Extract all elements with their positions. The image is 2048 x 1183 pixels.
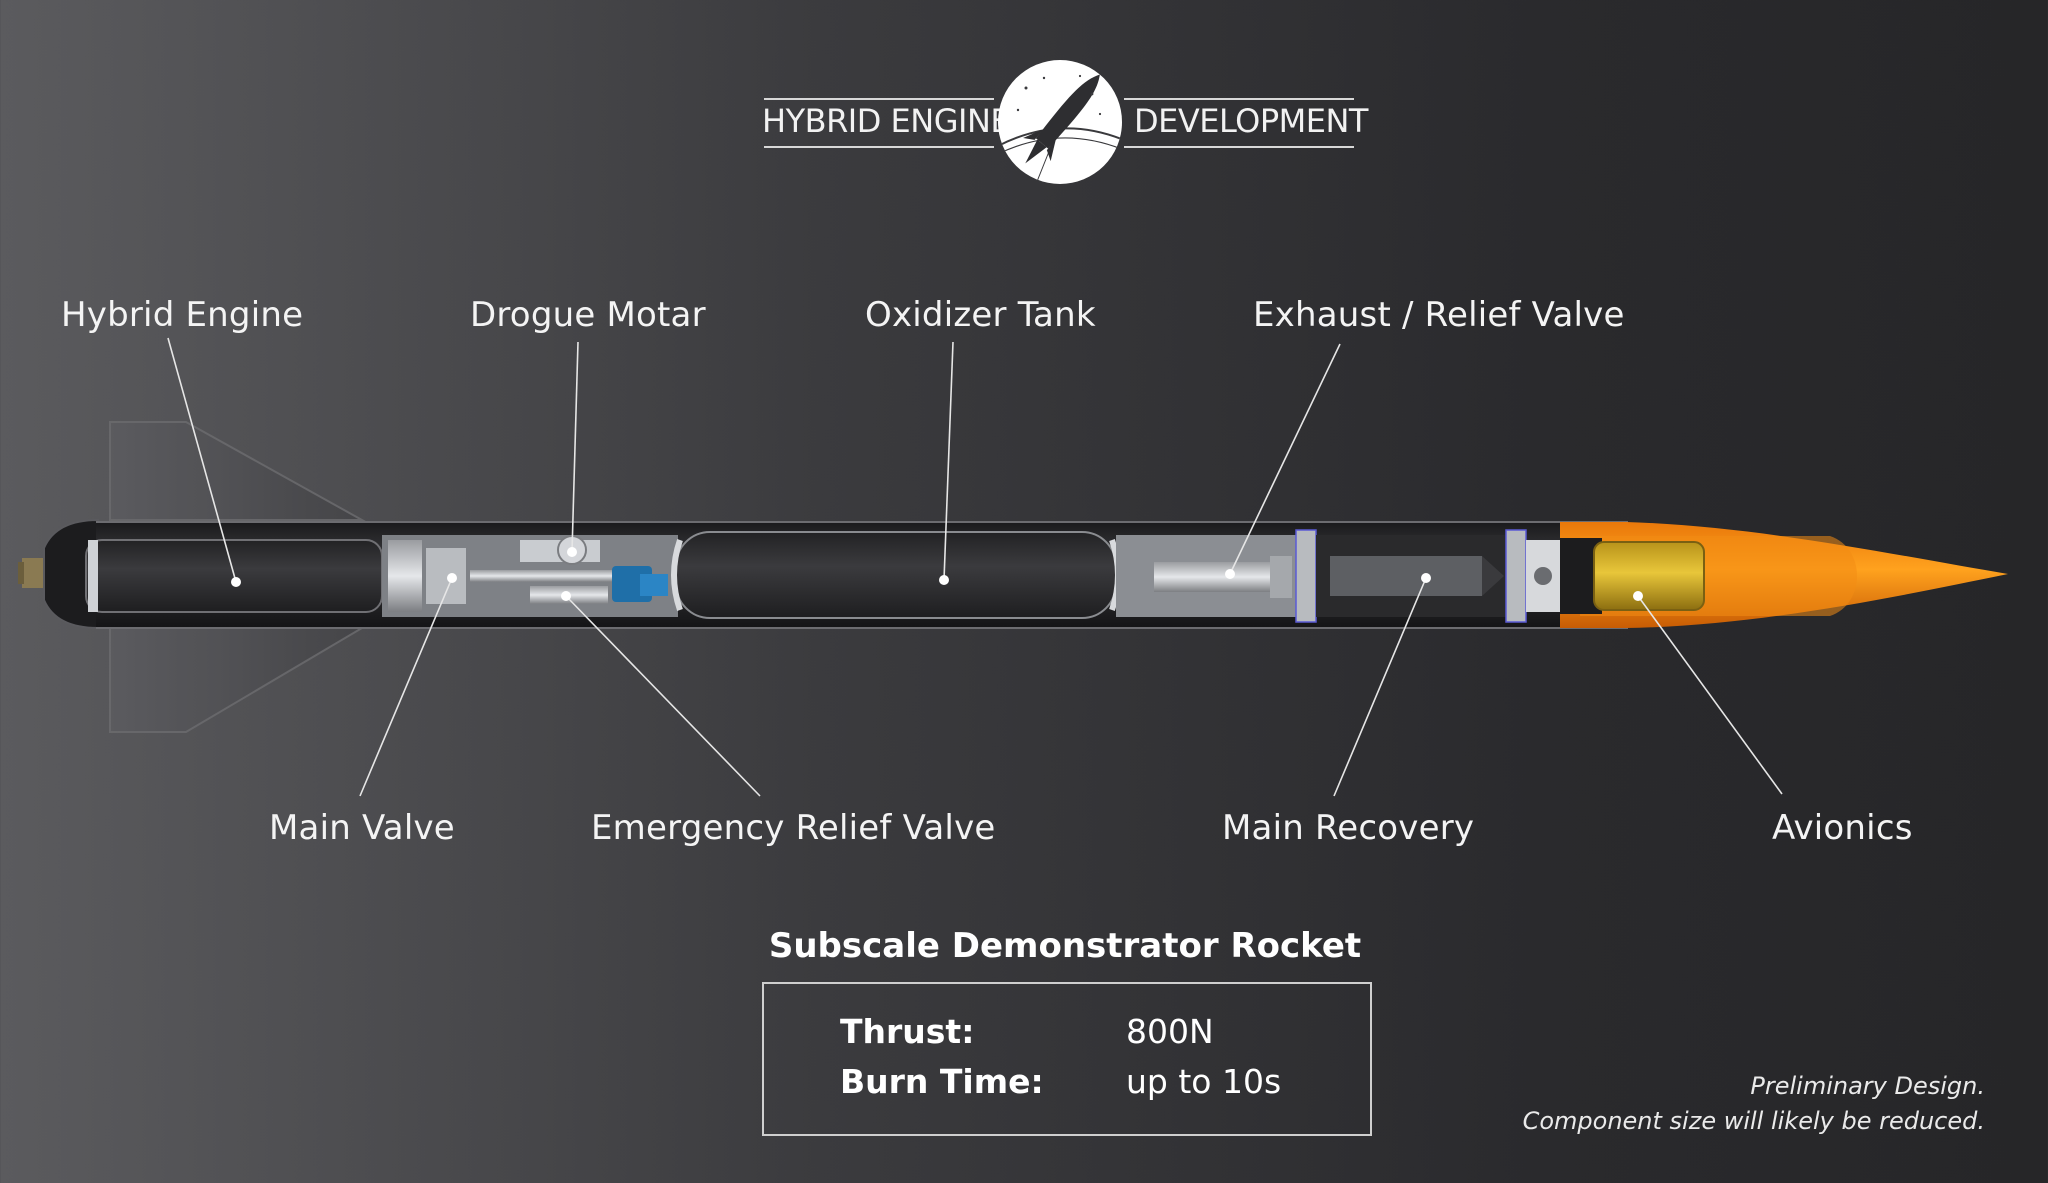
header-rule-left-bottom bbox=[764, 146, 994, 148]
rocket-launch-emblem-icon bbox=[998, 60, 1122, 184]
spec-box: Thrust: 800N Burn Time: up to 10s bbox=[762, 982, 1372, 1136]
note-component-size: Component size will likely be reduced. bbox=[1522, 1107, 1985, 1135]
header-rule-right-top bbox=[1124, 98, 1354, 100]
header-rule-right-bottom bbox=[1124, 146, 1354, 148]
spec-value-thrust: 800N bbox=[1126, 1012, 1214, 1051]
label-exhaust-relief-valve: Exhaust / Relief Valve bbox=[1253, 295, 1625, 335]
label-emergency-relief-valve: Emergency Relief Valve bbox=[591, 808, 996, 848]
label-drogue-motor: Drogue Motar bbox=[470, 295, 706, 335]
label-hybrid-engine: Hybrid Engine bbox=[61, 295, 304, 335]
header-right-text: DEVELOPMENT bbox=[1134, 102, 1368, 140]
spec-key-thrust: Thrust: bbox=[840, 1012, 975, 1051]
note-preliminary-design: Preliminary Design. bbox=[1750, 1072, 1985, 1100]
spec-key-burn-time: Burn Time: bbox=[840, 1062, 1044, 1101]
label-main-valve: Main Valve bbox=[269, 808, 455, 848]
label-main-recovery: Main Recovery bbox=[1222, 808, 1475, 848]
spec-title: Subscale Demonstrator Rocket bbox=[768, 926, 1362, 966]
spec-value-burn-time: up to 10s bbox=[1126, 1062, 1282, 1101]
label-avionics: Avionics bbox=[1772, 808, 1913, 848]
header-rule-left-top bbox=[764, 98, 994, 100]
label-oxidizer-tank: Oxidizer Tank bbox=[865, 295, 1096, 335]
header-left-text: HYBRID ENGINE bbox=[762, 102, 1011, 140]
